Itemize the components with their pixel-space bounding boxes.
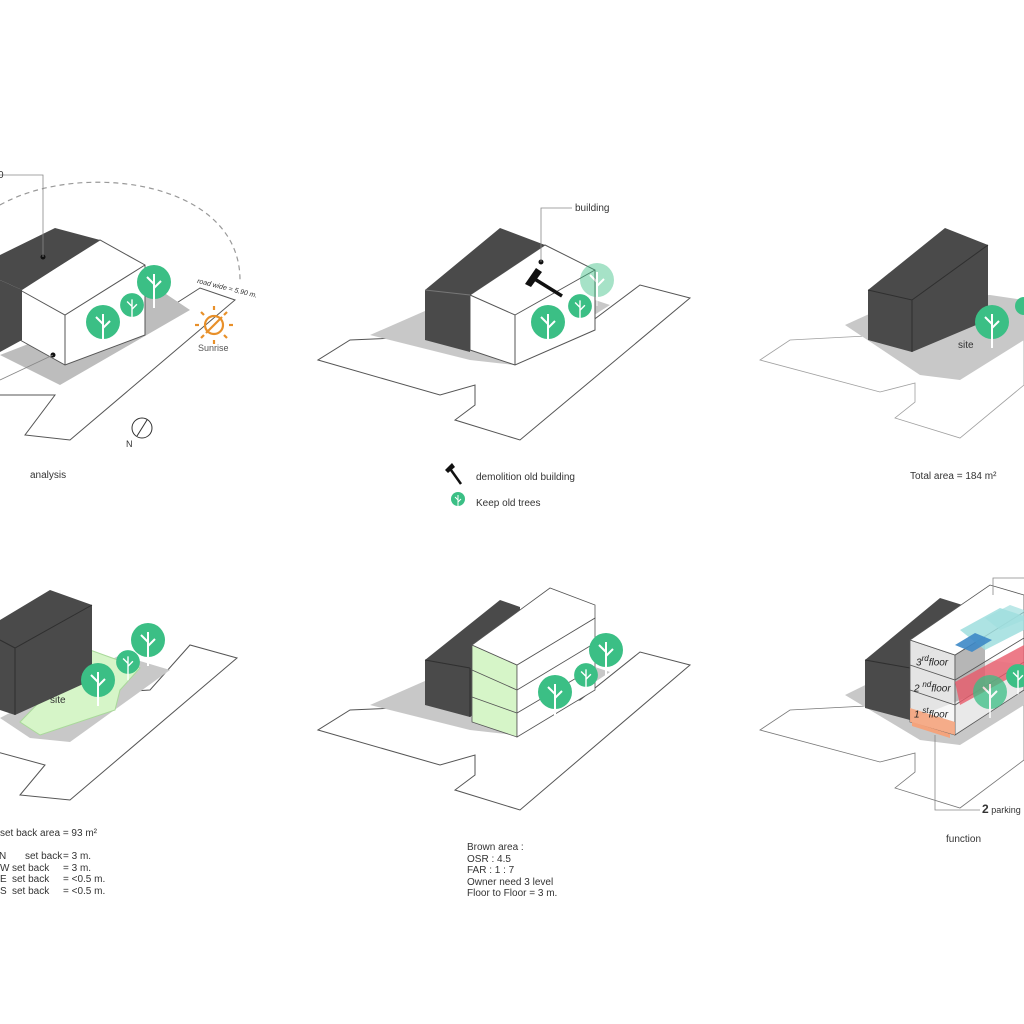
caption-function: function [946, 834, 982, 845]
sun-icon [195, 306, 233, 344]
dashed-arc [0, 181, 241, 281]
dark-volume-front [0, 280, 22, 352]
spec-line: OSR : 4.5 [467, 853, 511, 865]
north-label: N [126, 439, 133, 449]
floor-3-blue [955, 633, 992, 652]
legend-keep-trees: Keep old trees [476, 498, 541, 509]
hammer-icon [445, 463, 463, 485]
floor-2-label: 2 ndfloor [914, 680, 951, 695]
top-fragment: 0 [0, 170, 4, 181]
spec-line: Brown area : [467, 842, 524, 853]
green-volume-top [471, 587, 596, 666]
floor-3-label: 3rdfloor [916, 654, 949, 669]
north-icon [131, 417, 153, 439]
site-label-total: site [958, 340, 974, 351]
dark-volume [868, 228, 988, 352]
panel-setback [0, 590, 239, 801]
tree-icon [1015, 297, 1024, 315]
tree-icon [451, 492, 465, 512]
dark-volume-top [0, 228, 100, 290]
floor-3-top-tile [985, 605, 1024, 630]
parking-label: 2 parking [982, 802, 1021, 816]
floor-1-label: 1 stfloor [914, 706, 949, 721]
legend-demolition: demolition old building [476, 472, 575, 483]
floor-2-color [955, 645, 1024, 705]
stack-top [909, 584, 1024, 656]
panel-volume [316, 587, 692, 811]
dark-volume [0, 590, 92, 715]
leader-line [992, 577, 1024, 595]
dark-volume [425, 228, 545, 352]
spec-line: Floor to Floor = 3 m. [467, 888, 558, 899]
hammer-icon [525, 268, 563, 298]
volume-specs: Brown area : OSR : 4.5 FAR : 1 : 7 Owner… [467, 842, 557, 900]
caption-analysis: analysis [30, 470, 67, 481]
site-label-setback: site [50, 695, 66, 706]
panel-total-area [759, 228, 1024, 439]
sunrise-label: Sunrise [198, 343, 229, 353]
panel-demolition [316, 207, 692, 512]
spec-line: FAR : 1 : 7 [467, 865, 515, 876]
floor-1-color [910, 708, 955, 735]
building-label: building [575, 203, 610, 214]
caption-setback: set back area = 93 m² [0, 828, 97, 839]
caption-total-area: Total area = 184 m² [910, 471, 997, 482]
panel-function [759, 577, 1024, 811]
panel-analysis [0, 174, 241, 441]
parking-leader [934, 735, 980, 811]
spec-line: Owner need 3 level [467, 876, 554, 888]
